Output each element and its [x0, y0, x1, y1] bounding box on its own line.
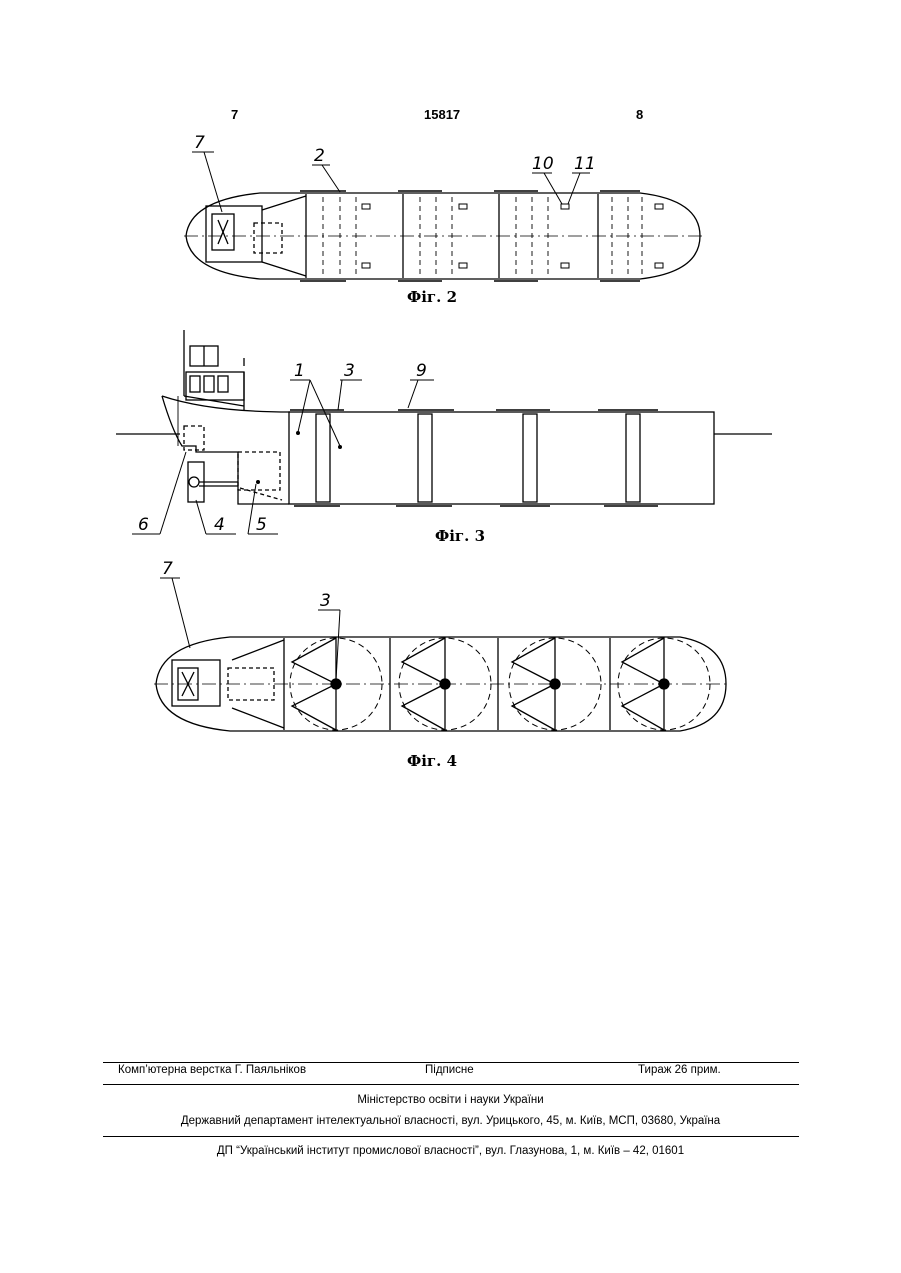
footer-ministry: Міністерство освіти і науки України [0, 1094, 901, 1106]
callout-fig2-11: 11 [574, 154, 596, 174]
callout-fig2-2: 2 [314, 146, 325, 166]
footer-rule-top [103, 1062, 799, 1063]
footer-rule-middle [103, 1084, 799, 1085]
callout-fig3-1: 1 [294, 361, 305, 381]
footer-typesetting: Комп’ютерна верстка Г. Паяльніков [118, 1064, 306, 1076]
footer-subscription: Підписне [425, 1064, 474, 1076]
footer-rule-bottom [103, 1136, 799, 1137]
figure-4-caption: Фіг. 4 [407, 752, 457, 770]
figure-4-drawing [154, 578, 728, 731]
callout-fig3-6: 6 [138, 515, 149, 535]
callout-fig2-7: 7 [194, 133, 205, 153]
callout-fig4-7: 7 [162, 559, 173, 579]
callout-fig4-3: 3 [320, 591, 331, 611]
figure-3-drawing [116, 330, 772, 534]
callout-fig2-10: 10 [532, 154, 554, 174]
footer-department: Державний департамент інтелектуальної вл… [0, 1115, 901, 1127]
figure-2-caption: Фіг. 2 [407, 288, 457, 306]
footer-institute: ДП “Український інститут промислової вла… [0, 1145, 901, 1157]
callout-fig3-5: 5 [256, 515, 267, 535]
callout-fig3-4: 4 [214, 515, 225, 535]
callout-fig3-3: 3 [344, 361, 355, 381]
figure-2-drawing [184, 152, 705, 281]
figure-3-caption: Фіг. 3 [435, 527, 485, 545]
footer-circulation: Тираж 26 прим. [638, 1064, 721, 1076]
callout-fig3-9: 9 [416, 361, 427, 381]
